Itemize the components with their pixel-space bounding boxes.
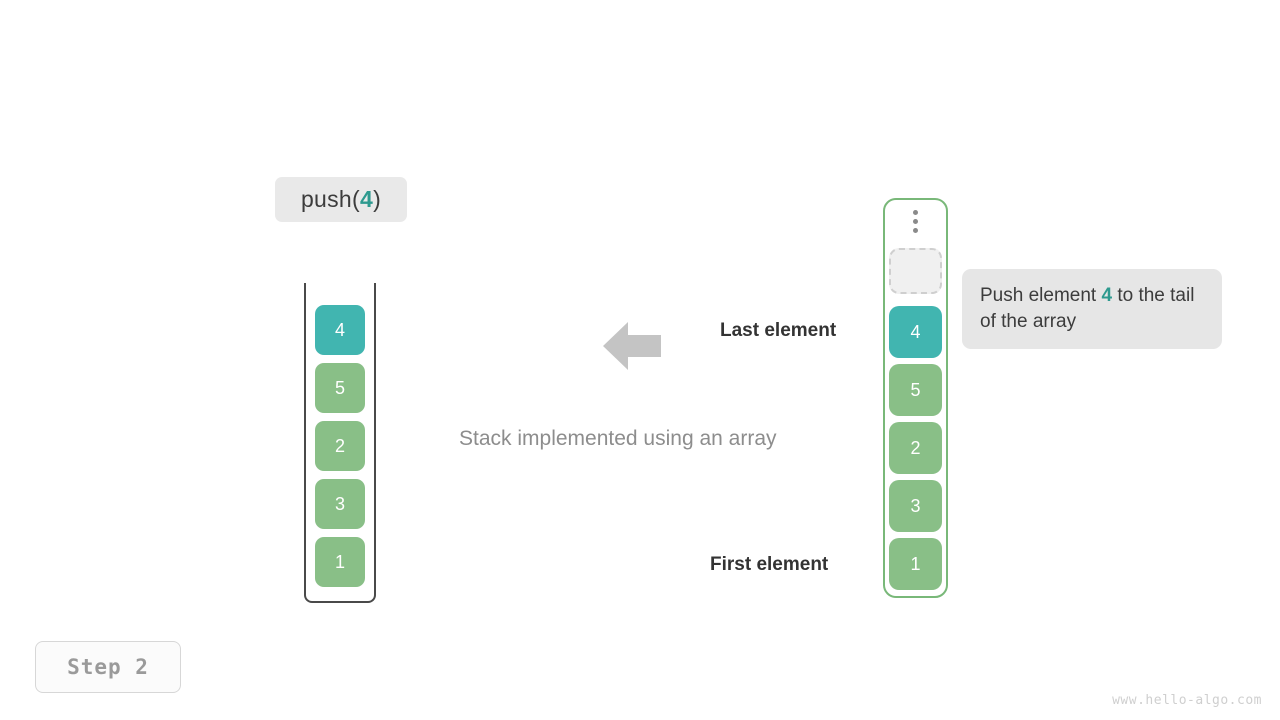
stack-cell: 1 xyxy=(315,537,365,587)
array-cell: 3 xyxy=(889,480,942,532)
ellipsis-dot xyxy=(913,219,918,224)
last-element-label: Last element xyxy=(720,320,837,341)
step-badge-label: Step 2 xyxy=(67,655,149,679)
array-cell-list: 4 5 2 3 1 xyxy=(889,248,942,596)
array-empty-slot xyxy=(889,248,942,294)
array-cell-value: 1 xyxy=(910,553,921,574)
stack-cell-list: 4 5 2 3 1 xyxy=(315,305,365,595)
operation-prefix: push( xyxy=(300,186,360,212)
operation-suffix: ) xyxy=(373,186,382,212)
operation-argument: 4 xyxy=(359,186,374,212)
array-cell-value: 4 xyxy=(910,321,921,342)
array-visualization: 4 5 2 3 1 xyxy=(883,198,948,598)
ellipsis-dot xyxy=(913,210,918,215)
vertical-ellipsis-icon xyxy=(883,210,948,233)
array-cell-value: 2 xyxy=(910,437,921,458)
tooltip-accent-value: 4 xyxy=(1101,285,1113,306)
stack-cell: 4 xyxy=(315,305,365,355)
step-badge: Step 2 xyxy=(35,641,181,693)
array-cell: 1 xyxy=(889,538,942,590)
stack-cell: 3 xyxy=(315,479,365,529)
tooltip-text-before: Push element xyxy=(980,285,1102,306)
array-cell: 5 xyxy=(889,364,942,416)
array-cell: 4 xyxy=(889,306,942,358)
stack-cell-value: 4 xyxy=(334,319,345,340)
annotation-tooltip: Push element 4 to the tail of the array xyxy=(962,269,1222,350)
stack-visualization: 4 5 2 3 1 xyxy=(304,283,376,603)
stack-cell-value: 3 xyxy=(334,493,345,514)
array-cell-value: 5 xyxy=(910,379,921,400)
stack-title: Stack implemented using an array xyxy=(459,427,777,450)
stack-cell: 2 xyxy=(315,421,365,471)
ellipsis-dot xyxy=(913,228,918,233)
first-element-label: First element xyxy=(710,554,829,575)
array-cell: 2 xyxy=(889,422,942,474)
tooltip-text-after: to the tail of the array xyxy=(980,285,1195,333)
stack-cell-value: 2 xyxy=(334,435,345,456)
watermark: www.hello-algo.com xyxy=(1112,693,1262,708)
operation-label: push(4) xyxy=(275,177,407,222)
stack-cell: 5 xyxy=(315,363,365,413)
stack-cell-value: 1 xyxy=(334,551,345,572)
array-cell-value: 3 xyxy=(910,495,921,516)
left-arrow-icon xyxy=(603,322,661,370)
stack-cell-value: 5 xyxy=(334,377,345,398)
